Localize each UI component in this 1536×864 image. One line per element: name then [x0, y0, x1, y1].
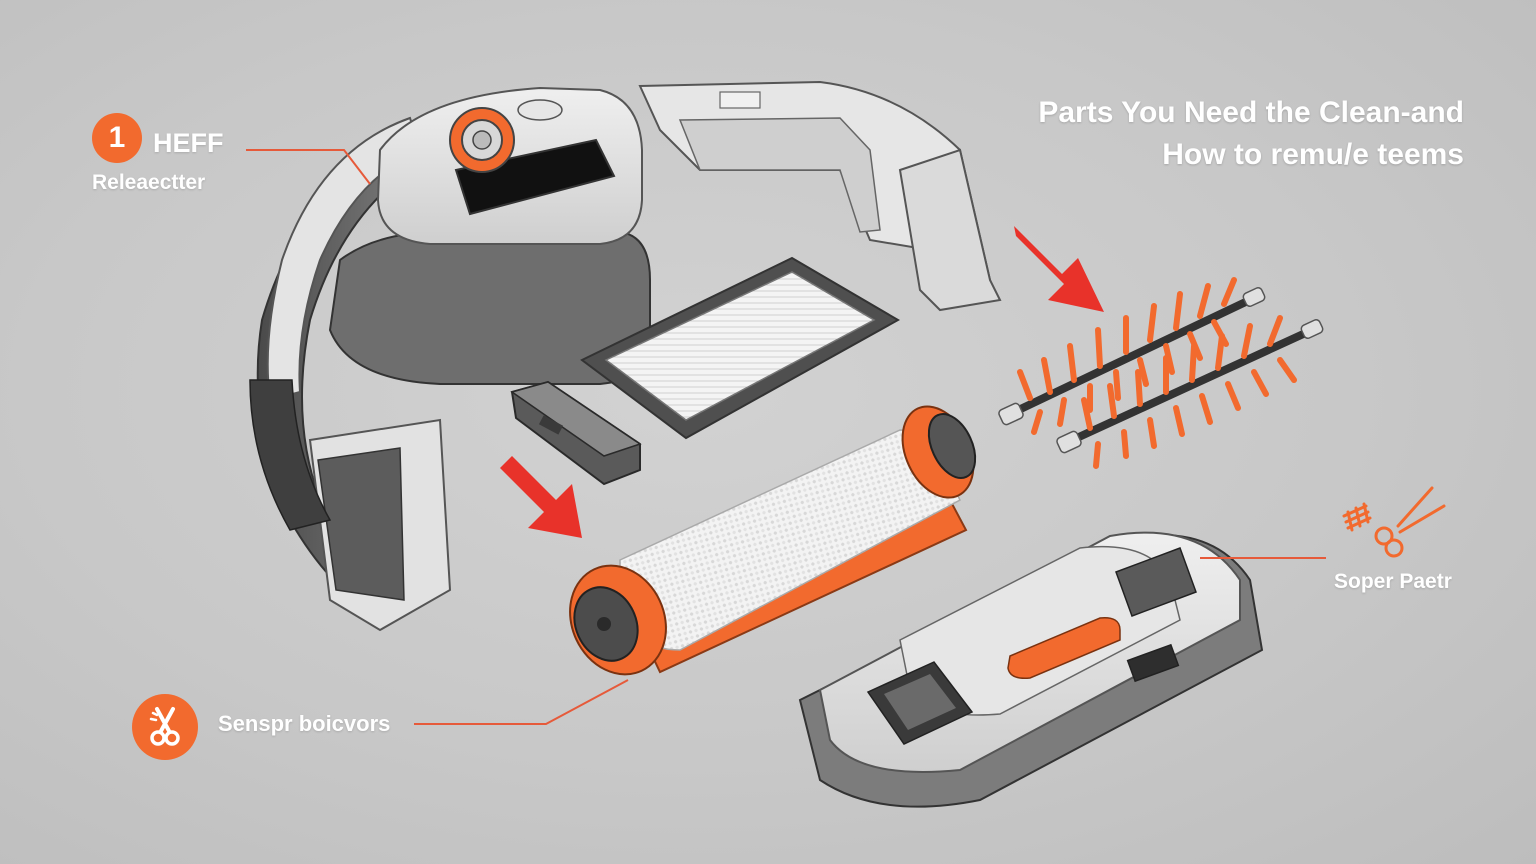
arrow-to-roller: [500, 456, 582, 538]
leader-lines: [246, 149, 1326, 725]
step-number: 1: [108, 121, 126, 154]
scissors-glyph: [149, 707, 180, 746]
diagram-title: Parts You Need the Clean-and How to remu…: [904, 92, 1464, 176]
callout-label-bottom-left: Senspr boicvors: [218, 711, 391, 736]
scissors-brush-icon: [1342, 486, 1446, 558]
side-brush-lower: [1056, 315, 1324, 469]
callout-heading-top-left: HEFF: [153, 128, 224, 158]
leader-line-top-left: [246, 149, 371, 185]
leader-line-bottom-left: [414, 679, 629, 725]
title-line-1: Parts You Need the Clean-and: [1038, 96, 1464, 129]
base-unit: [798, 531, 1264, 808]
sensor-module: [510, 380, 642, 486]
scissors-icon: [132, 694, 198, 760]
rear-frame: [638, 80, 1002, 312]
main-roller-brush: [569, 405, 977, 676]
robot-housing: [249, 86, 651, 632]
callout-subheading-top-left: Releaectter: [92, 171, 206, 194]
callout-label-right: Soper Paetr: [1334, 570, 1452, 593]
filter: [580, 256, 901, 440]
step-number-badge: 1: [92, 113, 142, 163]
arrow-to-side-brushes: [1014, 226, 1104, 312]
side-brush-upper: [998, 277, 1266, 435]
title-line-2: How to remu/e teems: [1162, 138, 1464, 171]
